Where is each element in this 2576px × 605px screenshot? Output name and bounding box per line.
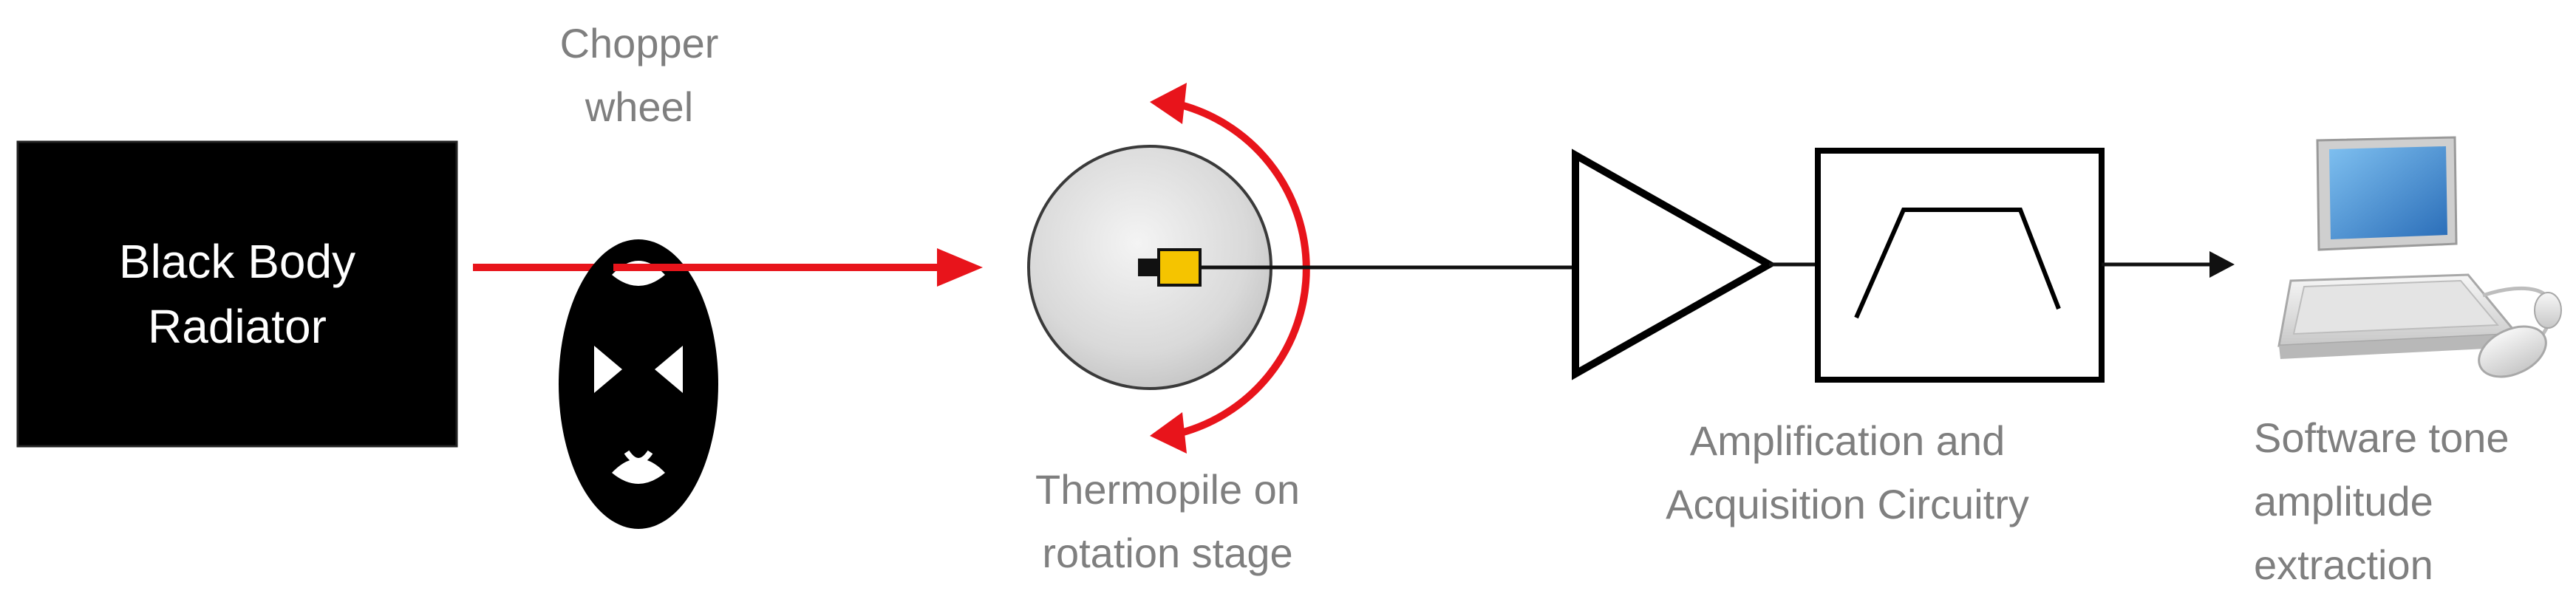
software-label-line-1: Software tone: [2254, 414, 2509, 461]
software-label-line-3: extraction: [2254, 541, 2433, 588]
black-body-radiator: [16, 140, 458, 448]
black-body-label: Black Body Radiator: [18, 229, 457, 359]
circuitry-label-line-2: Acquisition Circuitry: [1666, 481, 2029, 527]
rotation-arrowhead-bottom: [1150, 412, 1187, 454]
thermopile-sensor: [1157, 248, 1202, 287]
computer-icon: [2277, 136, 2562, 378]
software-label-line-2: amplitude: [2254, 478, 2433, 524]
circuitry-label: Amplification and Acquisition Circuitry: [1604, 409, 2091, 536]
circuitry-label-line-1: Amplification and: [1689, 417, 2006, 464]
output-arrowhead: [2209, 251, 2235, 278]
chopper-wheel-icon: [559, 239, 718, 529]
rotation-arrowhead-top: [1150, 83, 1187, 124]
beam-arrowhead: [937, 248, 983, 287]
bandpass-filter-icon: [1815, 148, 2105, 383]
chopper-label-line-1: Chopper: [559, 20, 719, 66]
thermopile-label: Thermopile on rotation stage: [983, 458, 1352, 585]
chopper-label-line-2: wheel: [585, 83, 694, 130]
amplifier-icon: [1572, 148, 1777, 380]
chopper-label: Chopper wheel: [517, 12, 761, 139]
black-body-label-line-1: Black Body: [118, 235, 356, 288]
bandpass-curve: [1854, 208, 2061, 319]
software-label: Software tone amplitude extraction: [2254, 406, 2564, 597]
black-body-label-line-2: Radiator: [148, 300, 327, 353]
thermopile-label-line-1: Thermopile on: [1035, 466, 1300, 513]
thermopile-label-line-2: rotation stage: [1042, 530, 1293, 576]
thermopile-mount: [1138, 259, 1159, 276]
